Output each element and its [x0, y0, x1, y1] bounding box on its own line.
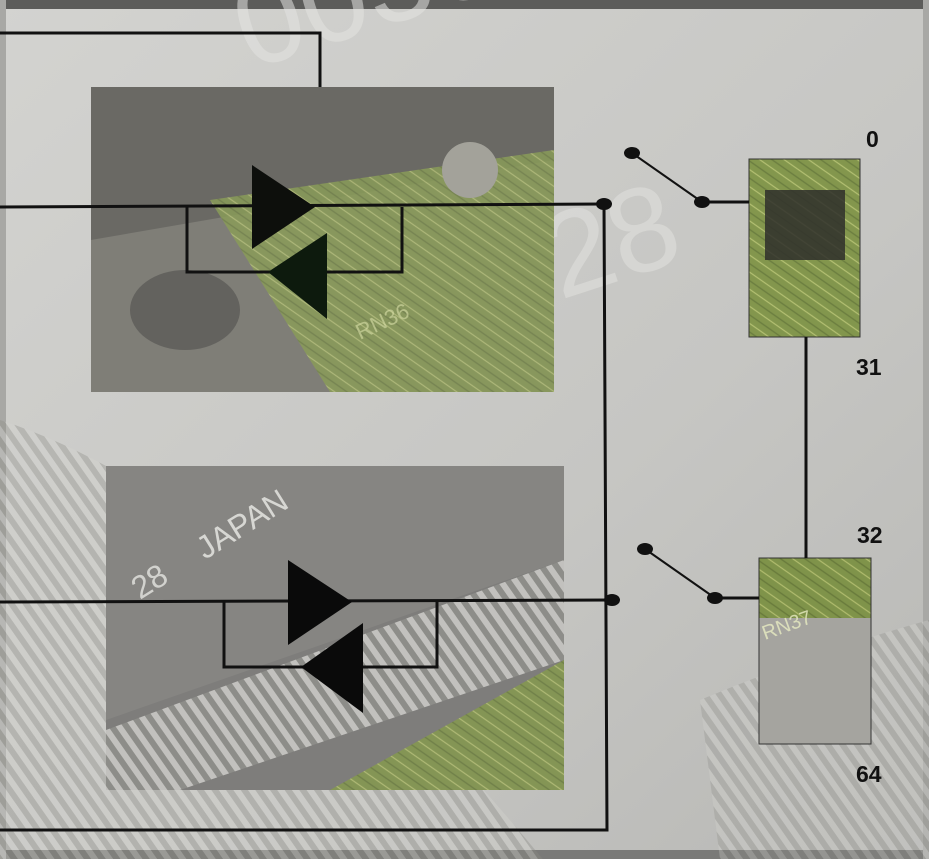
register-labels: 0 31 32 64	[856, 126, 883, 787]
lower-buffer-pair	[288, 560, 363, 713]
register-block-lower: RN37	[758, 557, 872, 745]
label-upper-start: 0	[866, 126, 879, 152]
return-wire	[0, 203, 609, 832]
label-lower-end: 64	[856, 761, 882, 787]
label-upper-end: 31	[856, 354, 882, 380]
switch-contact-icon	[637, 543, 653, 555]
switch-contacts	[596, 147, 723, 606]
label-lower-start: 32	[857, 522, 883, 548]
upper-switch-arm	[631, 152, 703, 203]
register-block-upper	[748, 158, 861, 338]
switch-contact-icon	[707, 592, 723, 604]
upper-buffer-pair	[252, 165, 327, 319]
switch-contact-icon	[694, 196, 710, 208]
lower-photo-panel: JAPAN 28	[106, 466, 564, 790]
buffer-right-icon	[252, 165, 315, 249]
switch-contact-icon	[604, 594, 620, 606]
buffer-left-icon	[268, 233, 327, 319]
buffer-left-icon	[301, 623, 363, 713]
switch-contact-icon	[624, 147, 640, 159]
switch-contact-icon	[596, 198, 612, 210]
lower-switch-arm	[644, 548, 716, 599]
top-wire	[0, 31, 322, 87]
buffer-right-icon	[288, 560, 352, 645]
